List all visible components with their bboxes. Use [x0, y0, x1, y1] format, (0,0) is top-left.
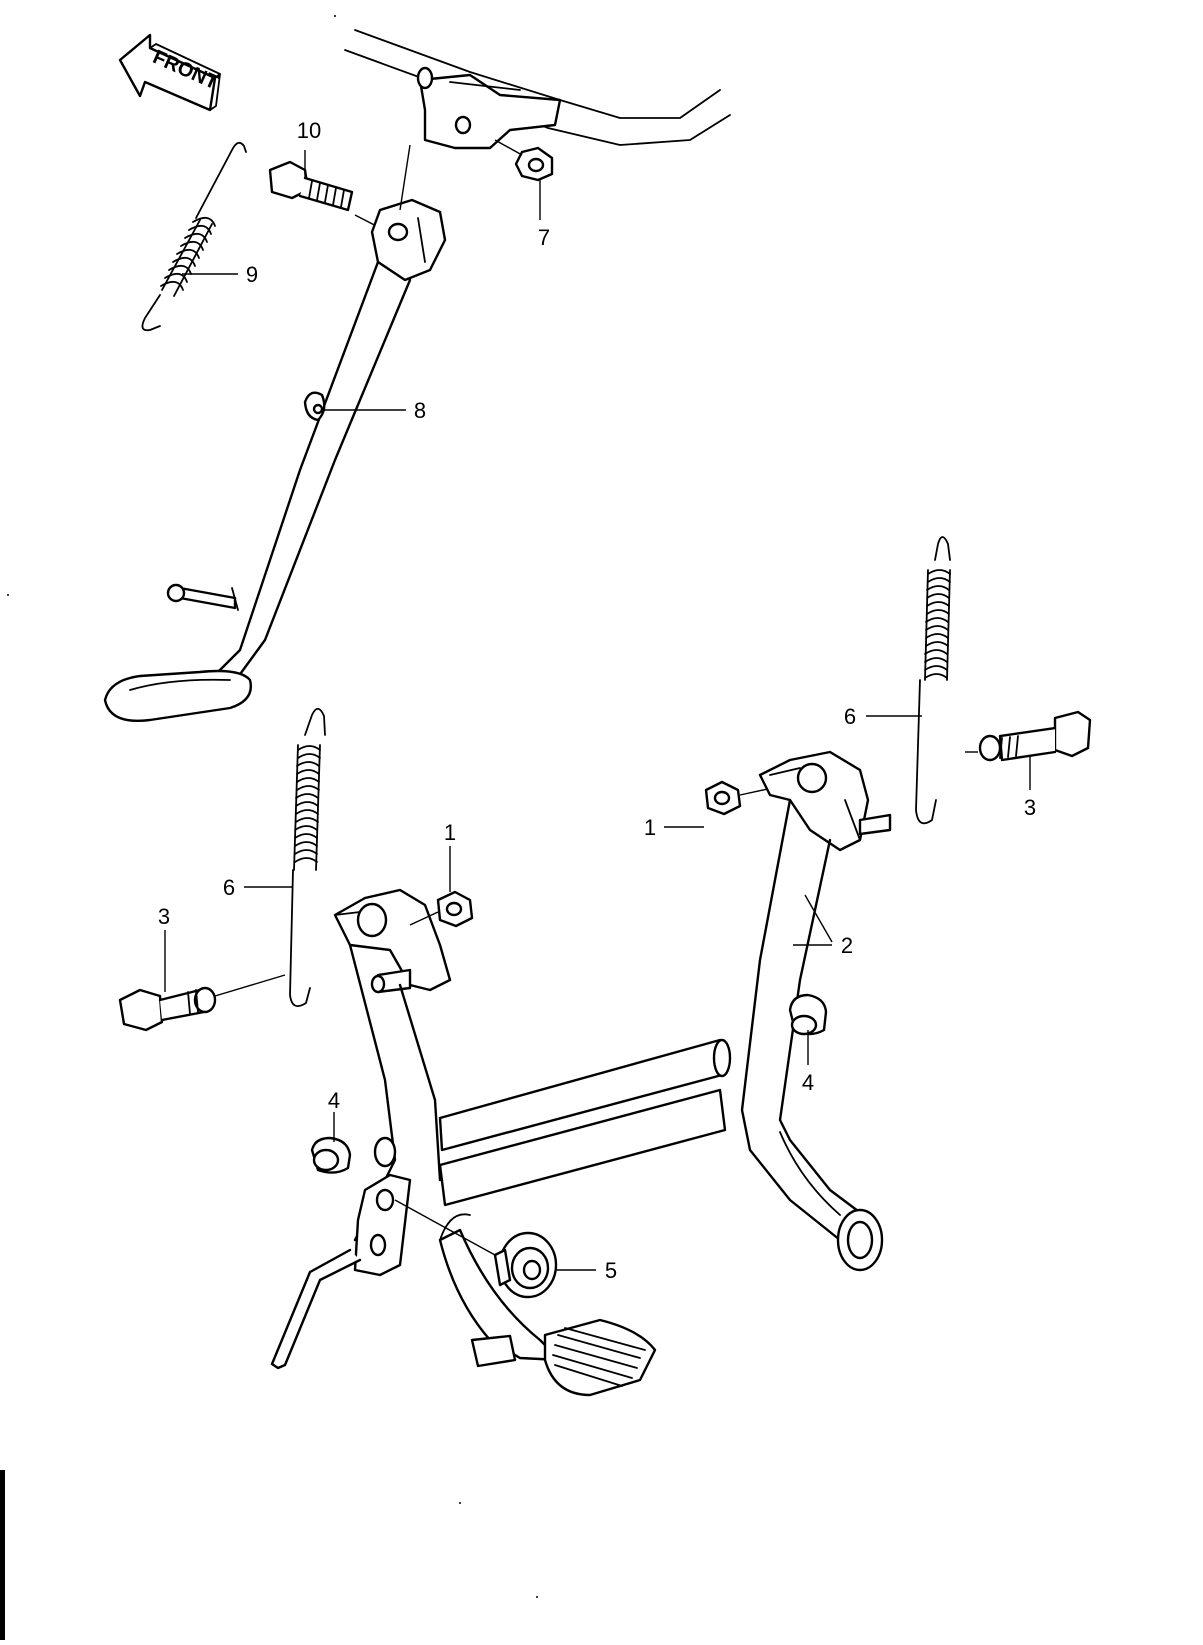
- callout-1-left: 1: [444, 820, 456, 845]
- callouts: 10 9 7 8 6 3 1 1 6 3 2 4 4 5: [158, 118, 1036, 1283]
- spring-9: [141, 141, 247, 332]
- callout-6-left: 6: [223, 875, 235, 900]
- callout-5: 5: [605, 1258, 617, 1283]
- callout-3-left: 3: [158, 904, 170, 929]
- callout-10: 10: [297, 118, 321, 143]
- bolt-10: [268, 160, 389, 233]
- callout-8: 8: [414, 398, 426, 423]
- frame-bracket: [344, 29, 731, 150]
- spring-6-right-coils: [924, 569, 951, 679]
- nut-1-right: [704, 780, 801, 816]
- callout-4-right: 4: [802, 1070, 814, 1095]
- callout-2: 2: [841, 933, 853, 958]
- spring-6-left-coils: [294, 745, 321, 863]
- callout-3-right: 3: [1024, 795, 1036, 820]
- bolt-3-right: [965, 710, 1092, 762]
- side-stand-8: [103, 144, 447, 722]
- front-arrow: FRONT: [118, 33, 221, 112]
- bolt-3-left: [118, 974, 286, 1032]
- spring-6-right: [915, 536, 951, 825]
- callout-6-right: 6: [844, 704, 856, 729]
- callout-9: 9: [246, 262, 258, 287]
- nut-7: [494, 139, 554, 182]
- scan-edge-mark: [0, 1470, 5, 1640]
- spring-9-coils: [160, 216, 216, 291]
- scan-specks: [7, 15, 538, 1598]
- center-stand-2: [270, 750, 892, 1397]
- callout-4-left: 4: [328, 1088, 340, 1113]
- callout-1-right: 1: [644, 815, 656, 840]
- roller-5: [394, 1199, 558, 1299]
- spring-6-left: [289, 707, 326, 1007]
- stopper-4-left: [310, 1136, 352, 1174]
- stopper-4-right: [788, 993, 828, 1036]
- callout-7: 7: [538, 225, 550, 250]
- nut-1-left: [409, 890, 474, 928]
